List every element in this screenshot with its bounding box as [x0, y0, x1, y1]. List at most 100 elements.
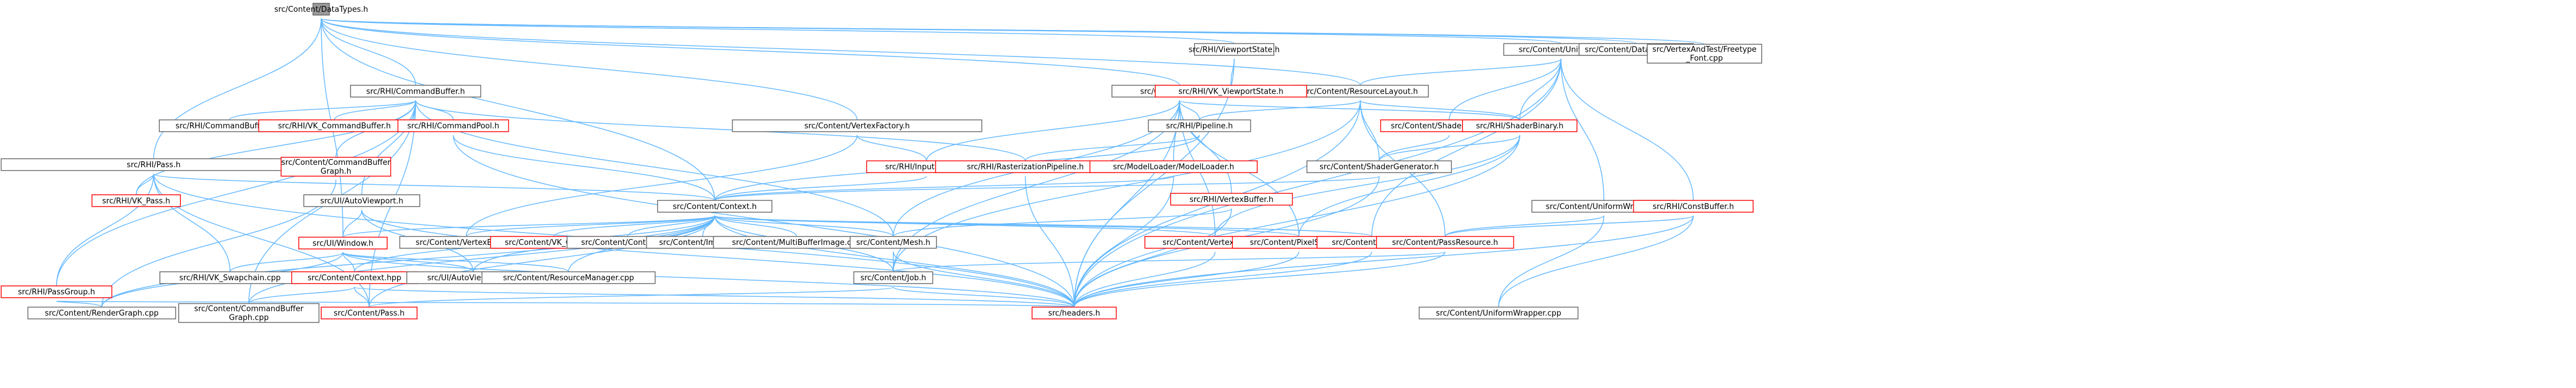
graph-node-ctx-reslayout-h[interactable]: src/Content/ResourceLayout.h	[1292, 85, 1429, 98]
node-label: src/Content/ShaderGenerator.h	[1319, 163, 1439, 172]
edge-model-loader-h-to-headers-h	[1074, 176, 1174, 307]
node-box	[657, 200, 772, 213]
node-box	[1170, 193, 1293, 206]
node-box	[312, 2, 330, 16]
graph-node-ctx-mesh-h[interactable]: src/Content/Mesh.h	[849, 236, 937, 249]
node-box	[91, 194, 181, 207]
graph-node-datatypes[interactable]: src/Content/DataTypes.h	[274, 2, 368, 16]
edge-rhi-cmdbuf-h-to-ui-autovp-h	[361, 100, 416, 195]
node-box	[1148, 119, 1251, 132]
node-label: src/Content/Pass.h	[334, 309, 405, 318]
graph-node-ctx-context-hpp[interactable]: src/Content/Context.hpp	[291, 271, 418, 284]
edge-ctx-uniformwrapper-h-to-ctx-passresource-h	[1444, 215, 1605, 237]
graph-node-model-loader-h[interactable]: src/ModelLoader/ModelLoader.h	[1089, 160, 1258, 173]
edge-rhi-inputlayout-h-to-ctx-context-h	[714, 175, 927, 201]
node-label: src/ModelLoader/ModelLoader.h	[1113, 163, 1234, 172]
node-box	[1376, 236, 1514, 249]
edge-rhi-vpstate-h-to-headers-h	[1074, 58, 1235, 307]
node-box	[350, 85, 481, 98]
node-label: src/RHI/CommandPool.h	[407, 122, 499, 131]
edge-ui-autovp-h-to-ui-window-h	[342, 210, 362, 237]
graph-node-rhi-pass-h[interactable]: src/RHI/Pass.h	[1, 158, 307, 171]
node-box	[849, 236, 937, 249]
graph-node-ctx-uniformwrapper-cpp[interactable]: src/Content/UniformWrapper.cpp	[1418, 306, 1579, 320]
node-label: src/VertexAndTest/Freetype	[1652, 45, 1757, 54]
graph-node-ctx-vfactory-h[interactable]: src/Content/VertexFactory.h	[732, 119, 982, 132]
node-label: src/RHI/Pipeline.h	[1166, 122, 1233, 131]
node-label: src/Content/CommandBuffer	[281, 158, 391, 167]
edge-rhi-cmdbuf-h-to-rhi-cmdpool-h	[415, 100, 454, 120]
node-label: src/RHI/VK_Swapchain.cpp	[179, 274, 281, 283]
graph-node-ctx-job-h[interactable]: src/Content/Job.h	[853, 271, 934, 284]
edge-ctx-vfactory-h-to-rhi-inputlayout-h	[857, 135, 927, 161]
node-label: src/Content/ResourceManager.cpp	[503, 274, 634, 283]
edge-ctx-uniform-h-to-ctx-layout-h	[1371, 58, 1562, 237]
edge-rhi-constbuf-h-to-headers-h	[1074, 215, 1694, 307]
graph-node-headers-h[interactable]: src/headers.h	[1031, 306, 1117, 320]
edge-ctx-context-h-to-ctx-context-cpp	[627, 215, 715, 237]
graph-node-ctx-rendergraph-cpp[interactable]: src/Content/RenderGraph.cpp	[27, 306, 176, 320]
graph-node-ctx-resmgr-cpp[interactable]: src/Content/ResourceManager.cpp	[481, 271, 656, 284]
graph-node-rhi-cmdbuf-h[interactable]: src/RHI/CommandBuffer.h	[350, 85, 481, 98]
edge-ctx-vertex-h-to-rhi-inputlayout-h	[926, 100, 1180, 161]
graph-node-rhi-shaderbinary-h[interactable]: src/RHI/ShaderBinary.h	[1462, 119, 1578, 132]
graph-node-ui-window-h[interactable]: src/UI/Window.h	[298, 237, 388, 250]
graph-node-rhi-vertexbuf-h[interactable]: src/RHI/VertexBuffer.h	[1170, 193, 1293, 206]
graph-node-rhi-vpstate-h[interactable]: src/RHI/ViewportState.h	[1189, 43, 1280, 56]
edge-ctx-job-h-to-headers-h	[892, 286, 1075, 308]
node-box	[1633, 200, 1754, 213]
node-label: src/Content/UniformWrapper.cpp	[1436, 309, 1561, 318]
edge-datatypes-to-vtf-cpp	[321, 18, 1705, 45]
edge-ctx-context-h-to-ctx-rendergraph-cpp	[101, 215, 715, 307]
graph-node-rhi-constbuf-h[interactable]: src/RHI/ConstBuffer.h	[1633, 200, 1754, 213]
graph-node-ctx-pass-h[interactable]: src/Content/Pass.h	[321, 306, 418, 320]
node-label: src/Content/Mesh.h	[856, 238, 930, 247]
edge-ctx-mesh-h-to-headers-h	[892, 251, 1075, 307]
edge-ctx-uniformwrapper-h-to-ctx-uniformwrapper-cpp	[1498, 215, 1605, 307]
edge-ctx-context-hpp-to-headers-h	[354, 286, 1075, 308]
edge-ui-autovp-h-to-headers-h	[361, 210, 1075, 307]
node-label: src/RHI/ViewportState.h	[1189, 46, 1280, 55]
node-label: src/UI/Window.h	[312, 239, 374, 248]
edge-ctx-uniform-h-to-headers-h	[1074, 58, 1562, 307]
graph-node-rhi-cmdpool-h[interactable]: src/RHI/CommandPool.h	[397, 119, 509, 132]
node-label: src/Content/Context.h	[673, 203, 757, 211]
edge-rhi-shaderbinary-h-to-ctx-pixelshader-h	[1298, 135, 1521, 237]
edge-datatypes-to-rhi-cmdbuf-h	[321, 18, 416, 85]
graph-node-rhi-pipeline-h[interactable]: src/RHI/Pipeline.h	[1148, 119, 1251, 132]
graph-node-rhi-raster-h[interactable]: src/RHI/RasterizationPipeline.h	[935, 160, 1116, 173]
graph-node-rhi-passgroup-h[interactable]: src/RHI/PassGroup.h	[1, 285, 112, 299]
edge-rhi-raster-h-to-headers-h	[1025, 176, 1075, 307]
edge-ctx-context-h-to-headers-h	[714, 215, 1075, 307]
edge-rhi-shaderbinary-h-to-headers-h	[1074, 135, 1521, 307]
graph-node-rhi-vkcmdbuf-h[interactable]: src/RHI/VK_CommandBuffer.h	[258, 119, 411, 132]
graph-node-rhi-vkswapchain-cpp[interactable]: src/RHI/VK_Swapchain.cpp	[159, 271, 301, 284]
edge-ctx-shadergenerate-h-to-ctx-shadergen-h	[1378, 135, 1450, 161]
edge-rhi-constbuf-h-to-ctx-uniformwrapper-cpp	[1498, 215, 1694, 307]
node-box	[732, 119, 982, 132]
node-box	[1647, 44, 1762, 64]
node-label: src/RHI/VertexBuffer.h	[1189, 195, 1274, 204]
node-box	[303, 194, 421, 207]
graph-node-ctx-multibufimg-cpp[interactable]: src/Content/MultiBufferImage.cpp	[712, 236, 880, 249]
edge-datatypes-to-rhi-vpstate-h	[321, 18, 1235, 44]
node-box	[27, 306, 176, 320]
edge-rhi-cmdbuf-h-to-rhi-vkcmdbuf-h	[334, 100, 416, 120]
graph-node-ui-autovp-h[interactable]: src/UI/AutoViewport.h	[303, 194, 421, 207]
edge-datatypes-to-ctx-context-h	[321, 18, 715, 201]
edge-ctx-vertex-h-to-rhi-shaderbinary-h	[1179, 100, 1521, 121]
graph-node-rhi-vkvpstate-h[interactable]: src/RHI/VK_ViewportState.h	[1155, 85, 1307, 98]
node-layer: src/Content/DataTypes.h src/RHI/CommandBu…	[1, 2, 1762, 323]
edge-rhi-cmdbuf-h-to-rhi-raster-h	[415, 100, 1026, 161]
graph-node-ctx-passresource-h[interactable]: src/Content/PassResource.h	[1376, 236, 1514, 249]
node-box	[397, 119, 509, 132]
node-label: src/RHI/CommandBuffer.cpp	[175, 122, 283, 131]
node-label: src/RHI/VK_Pass.h	[102, 197, 170, 205]
graph-node-ctx-shadergen-h[interactable]: src/Content/ShaderGenerator.h	[1306, 160, 1452, 173]
node-box	[1306, 160, 1452, 173]
graph-node-ctx-context-h[interactable]: src/Content/Context.h	[657, 200, 772, 213]
graph-node-vtf-cpp[interactable]: src/VertexAndTest/Freetype_Font.cpp	[1647, 44, 1762, 64]
graph-node-rhi-vkpass-h[interactable]: src/RHI/VK_Pass.h	[91, 194, 181, 207]
